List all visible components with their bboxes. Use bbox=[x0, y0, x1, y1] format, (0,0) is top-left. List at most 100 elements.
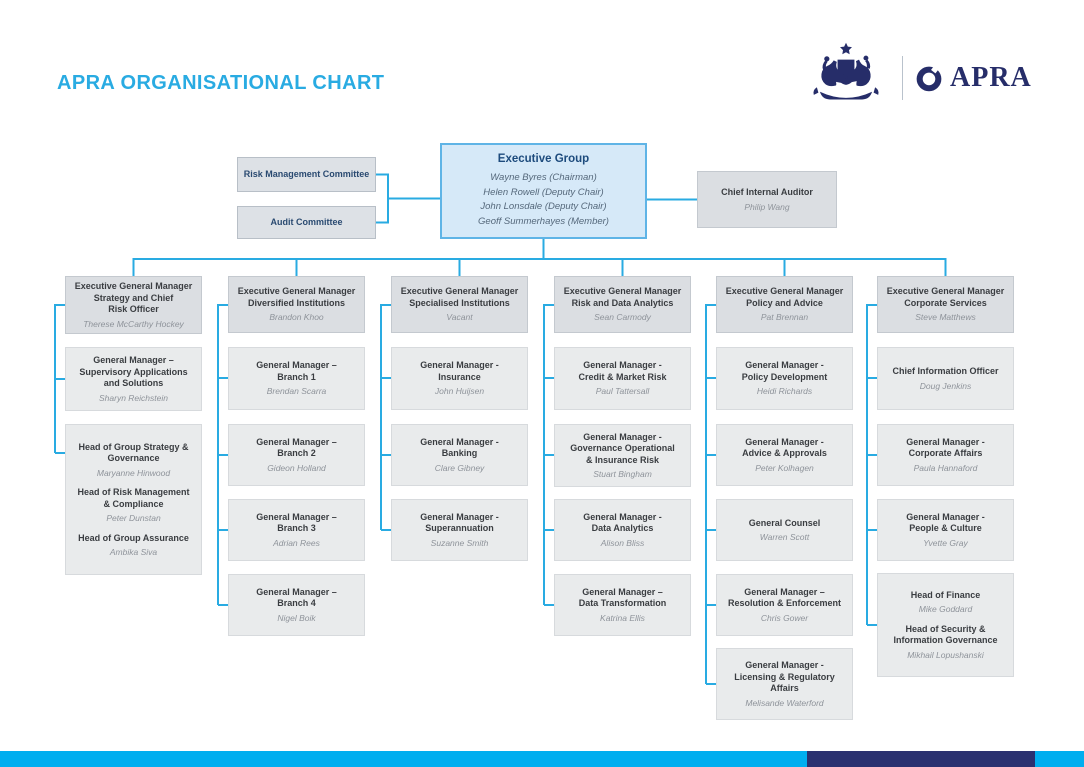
org-box-title: General Manager - Data Analytics bbox=[583, 511, 662, 534]
org-entry: Executive General Manager Corporate Serv… bbox=[887, 286, 1005, 323]
org-box-title: Chief Internal Auditor bbox=[721, 187, 813, 197]
org-box-title: Executive General Manager Corporate Serv… bbox=[886, 286, 1005, 308]
org-box-name: Heidi Richards bbox=[756, 386, 813, 397]
apra-logo-text: APRA bbox=[950, 62, 1032, 93]
org-box-title: General Manager – Branch 4 bbox=[256, 586, 337, 609]
org-box-risk-management-committee: Risk Management Committee bbox=[237, 157, 376, 192]
org-box-name: Brandon Khoo bbox=[269, 312, 324, 323]
org-box-name: Peter Dunstan bbox=[106, 513, 161, 523]
org-box-title: General Counsel bbox=[748, 517, 821, 528]
org-box-title: Executive General Manager Risk and Data … bbox=[563, 286, 682, 308]
org-box-name: Suzanne Smith bbox=[430, 537, 489, 548]
org-box-title: Executive General Manager Diversified In… bbox=[237, 286, 356, 308]
org-box-name: Sharyn Reichstein bbox=[99, 392, 168, 403]
org-box-name: Paul Tattersall bbox=[595, 386, 650, 397]
org-box-name: Steve Matthews bbox=[915, 312, 976, 323]
org-box-name: Melisande Waterford bbox=[745, 697, 824, 708]
org-box-title: General Manager - Governance Operational… bbox=[570, 431, 675, 465]
org-box-title: General Manager – Branch 3 bbox=[256, 511, 337, 534]
org-entry: General Manager – Branch 3 Adrian Rees bbox=[256, 512, 337, 549]
org-box-name: Maryanne Hinwood bbox=[96, 467, 171, 478]
apra-brand: APRA bbox=[915, 64, 1032, 92]
org-box: Executive General Manager Strategy and C… bbox=[65, 276, 202, 334]
org-box-title: Head of Group Strategy & Governance bbox=[78, 441, 189, 464]
org-box-title: General Manager - Licensing & Regulatory… bbox=[734, 660, 835, 693]
org-box-title: Head of Group Assurance bbox=[78, 532, 189, 543]
org-box-name: Adrian Rees bbox=[273, 537, 320, 548]
org-box-name: Brendan Scarra bbox=[266, 386, 327, 397]
org-box-name: Vacant bbox=[446, 312, 473, 323]
org-entry: General Manager - Licensing & Regulatory… bbox=[734, 660, 835, 708]
org-box-title: Head of Finance bbox=[910, 589, 981, 600]
org-box-chief-internal-auditor: Chief Internal Auditor Philip Wang bbox=[697, 171, 837, 228]
org-box-name: Nigel Boik bbox=[277, 612, 316, 623]
org-box-title: General Manager - Corporate Affairs bbox=[906, 436, 985, 459]
org-box-executive-group: Executive Group Wayne Byres (Chairman) H… bbox=[440, 143, 647, 239]
org-box-name: Philip Wang bbox=[744, 201, 790, 212]
org-box-title: Head of Risk Management & Compliance bbox=[77, 487, 190, 509]
org-box-name: John Huijsen bbox=[434, 386, 485, 397]
logo-divider bbox=[902, 56, 903, 100]
org-box-name: Stuart Bingham bbox=[593, 469, 652, 479]
footer-bar-blue-right bbox=[1035, 751, 1084, 767]
australian-coat-of-arms-icon bbox=[813, 42, 879, 100]
org-box-title: Chief Information Officer bbox=[892, 366, 999, 376]
apra-ring-icon bbox=[916, 64, 942, 92]
org-entry: General Manager – Supervisory Applicatio… bbox=[79, 355, 187, 403]
org-box-name: Doug Jenkins bbox=[919, 380, 972, 391]
org-entry: Executive General Manager Strategy and C… bbox=[75, 281, 193, 329]
org-box-name: Alison Bliss bbox=[600, 537, 645, 548]
org-box: Executive General Manager Policy and Adv… bbox=[716, 276, 853, 333]
exec-member: Helen Rowell (Deputy Chair) bbox=[483, 186, 604, 198]
org-box: General Manager - Governance Operational… bbox=[554, 424, 691, 487]
org-box-name: Peter Kolhagen bbox=[755, 462, 814, 473]
exec-member: Wayne Byres (Chairman) bbox=[490, 172, 597, 183]
org-box-title: General Manager - Policy Development bbox=[741, 360, 828, 382]
org-box-title: General Manager – Branch 2 bbox=[256, 436, 337, 459]
org-box-audit-committee: Audit Committee bbox=[237, 206, 376, 239]
footer-bar-navy bbox=[807, 751, 1035, 767]
org-box-title: Executive Group bbox=[497, 153, 590, 165]
org-box-title: General Manager - Insurance bbox=[420, 360, 499, 382]
org-box: Executive General Manager Diversified In… bbox=[228, 276, 365, 333]
org-box-title: Risk Management Committee bbox=[243, 168, 370, 179]
org-entry: Executive General Manager Diversified In… bbox=[238, 286, 356, 323]
org-entry: General Manager - Governance Operational… bbox=[570, 432, 675, 480]
exec-member: John Lonsdale (Deputy Chair) bbox=[480, 201, 607, 212]
org-box: General Manager – Branch 3 Adrian Rees bbox=[228, 499, 365, 561]
org-entry: Head of Security & Information Governanc… bbox=[893, 624, 997, 661]
org-entry: General Manager – Branch 4 Nigel Boik bbox=[256, 587, 337, 624]
org-box-name: Yvette Gray bbox=[923, 537, 968, 548]
org-box: General Manager – Supervisory Applicatio… bbox=[65, 347, 202, 411]
org-box-title: Audit Committee bbox=[270, 216, 343, 227]
org-box-name: Pat Brennan bbox=[760, 312, 809, 323]
org-box-title: General Manager - Superannuation bbox=[420, 511, 499, 534]
